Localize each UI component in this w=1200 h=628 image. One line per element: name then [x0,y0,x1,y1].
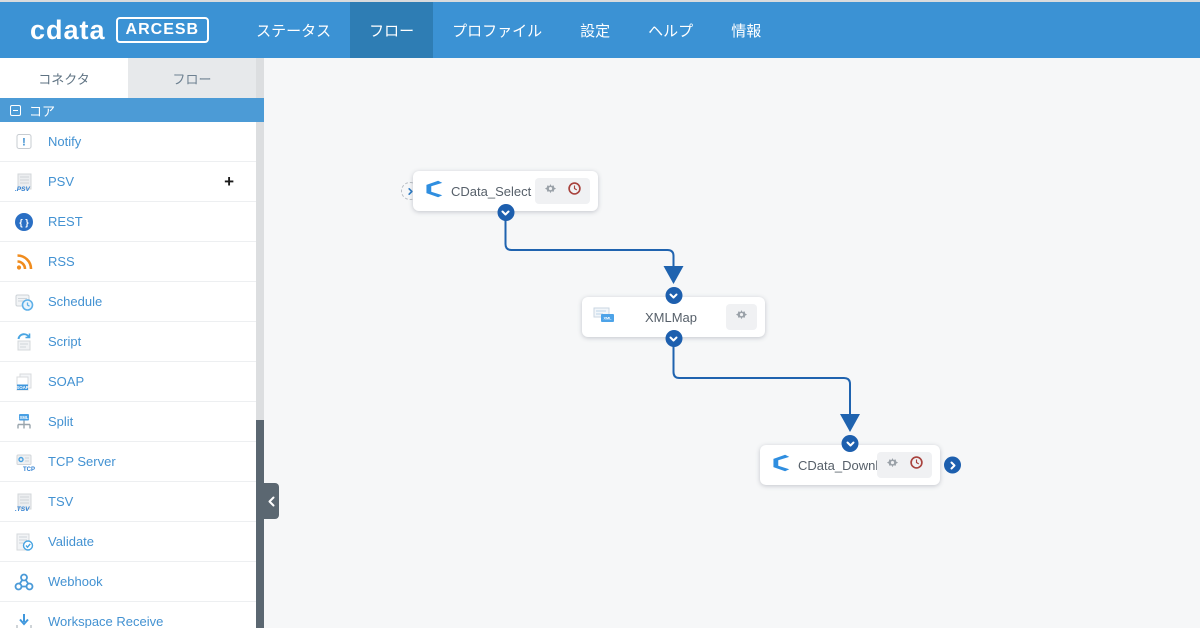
add-connector-button[interactable]: + [224,172,234,191]
nav-item-about[interactable]: 情報 [731,22,762,40]
output-port[interactable] [665,330,682,347]
sidebar-tabs: コネクタ フロー [0,58,256,98]
schedule-alert-icon[interactable] [567,181,582,201]
gear-icon[interactable] [734,307,749,327]
topbar: cdata ARCESB ステータス フロー プロファイル 設定 ヘルプ 情報 [0,0,1200,58]
script-icon [12,330,36,354]
tsv-file-icon: .TSV [12,490,36,514]
section-label: コア [29,103,56,119]
sidebar-item-label: Validate [48,534,95,549]
cdata-logo-icon [770,452,792,479]
sidebar-item-soap[interactable]: SOAP SOAP [0,362,256,402]
sidebar-item-notify[interactable]: ! Notify [0,122,256,162]
flow-node-cdata-download[interactable]: CData_Downl... [760,435,961,485]
section-header-core[interactable]: コア [0,98,264,122]
soap-icon: SOAP [12,370,36,394]
nav-item-settings[interactable]: 設定 [580,22,611,40]
sidebar-item-split[interactable]: XML Split [0,402,256,442]
node-actions [877,452,932,478]
nav-item-flows[interactable]: フロー [350,2,434,58]
sidebar-item-tcp-server[interactable]: TCP TCP Server [0,442,256,482]
chevron-left-icon [268,496,275,506]
svg-text:.TSV: .TSV [15,506,30,513]
gear-icon[interactable] [543,181,558,201]
sidebar-item-label: RSS [48,254,75,269]
nav-item-help[interactable]: ヘルプ [648,22,694,40]
svg-text:TCP: TCP [23,467,35,473]
rest-icon: { } [12,210,36,234]
sidebar-scrollbar-track[interactable] [256,58,264,628]
split-icon: XML [12,410,36,434]
sidebar-item-workspace-receive[interactable]: Workspace Receive [0,602,256,628]
sidebar-item-label: Webhook [48,574,103,589]
sidebar-item-label: Schedule [48,294,103,309]
sidebar-item-tsv[interactable]: .TSV TSV [0,482,256,522]
psv-file-icon: .PSV [12,170,36,194]
sidebar-item-label: TSV [48,494,74,509]
cdata-brand-logo: cdata [30,14,106,45]
input-port[interactable] [665,287,682,304]
webhook-icon [12,570,36,594]
sidebar-item-rss[interactable]: RSS [0,242,256,282]
node-label: CData_Downl... [798,457,877,473]
svg-text:XML: XML [603,316,612,320]
collapse-minus-box-icon [10,104,21,116]
tcp-server-icon: TCP [12,450,36,474]
sidebar-item-rest[interactable]: { } REST [0,202,256,242]
node-actions [535,178,590,204]
xmlmap-icon: XML [592,304,616,331]
connector-select-to-xmlmap [504,217,684,284]
node-label: CData_Select [451,183,532,199]
flow-connectors [504,217,860,432]
gear-icon[interactable] [885,455,900,475]
sidebar-item-label: Notify [48,134,82,149]
tab-connectors[interactable]: コネクタ [0,58,128,98]
window-top-edge [0,0,1200,2]
sidebar-item-label: Workspace Receive [48,614,164,628]
node-label: XMLMap [644,309,698,325]
sidebar-item-script[interactable]: Script [0,322,256,362]
sidebar-item-webhook[interactable]: Webhook [0,562,256,602]
svg-text:{ }: { } [19,217,29,227]
node-actions [726,304,757,330]
connector-sidebar: コネクタ フロー コア ! Notify .PSV PSV + { } REST… [0,58,264,628]
sidebar-item-psv[interactable]: .PSV PSV + [0,162,256,202]
workspace-receive-icon [12,610,36,628]
schedule-icon [12,290,36,314]
main-nav: ステータス フロー プロファイル 設定 ヘルプ 情報 [237,2,780,58]
flow-node-cdata-select[interactable]: CData_Select [413,171,598,221]
svg-text:.PSV: .PSV [15,186,30,193]
arcesb-product-badge: ARCESB [115,17,210,43]
sidebar-collapse-handle[interactable] [264,483,279,519]
sidebar-item-label: TCP Server [48,454,116,469]
sidebar-scrollbar-thumb[interactable] [256,420,264,628]
sidebar-item-label: REST [48,214,83,229]
svg-text:XML: XML [20,415,29,420]
cdata-logo-icon [423,178,445,205]
input-port[interactable] [841,435,859,452]
nav-item-profiles[interactable]: プロファイル [452,22,543,40]
rss-icon [12,250,36,274]
sidebar-item-label: SOAP [48,374,85,389]
flow-canvas[interactable]: CData_Select XML XMLMap [264,58,1200,628]
output-port[interactable] [944,456,961,474]
schedule-alert-icon[interactable] [909,455,924,475]
notify-icon: ! [12,130,36,154]
sidebar-item-label: Script [48,334,82,349]
output-port[interactable] [497,204,514,221]
sidebar-item-label: Split [48,414,74,429]
sidebar-item-schedule[interactable]: Schedule [0,282,256,322]
svg-text:!: ! [22,136,26,148]
sidebar-item-label: PSV [48,174,75,189]
tab-flows[interactable]: フロー [128,58,256,98]
connector-xmlmap-to-download [672,344,860,432]
nav-item-status[interactable]: ステータス [256,22,332,40]
svg-text:SOAP: SOAP [16,385,29,390]
sidebar-item-validate[interactable]: Validate [0,522,256,562]
validate-icon [12,530,36,554]
flow-node-xmlmap[interactable]: XML XMLMap [582,287,765,347]
app-logo[interactable]: cdata ARCESB [30,2,210,58]
